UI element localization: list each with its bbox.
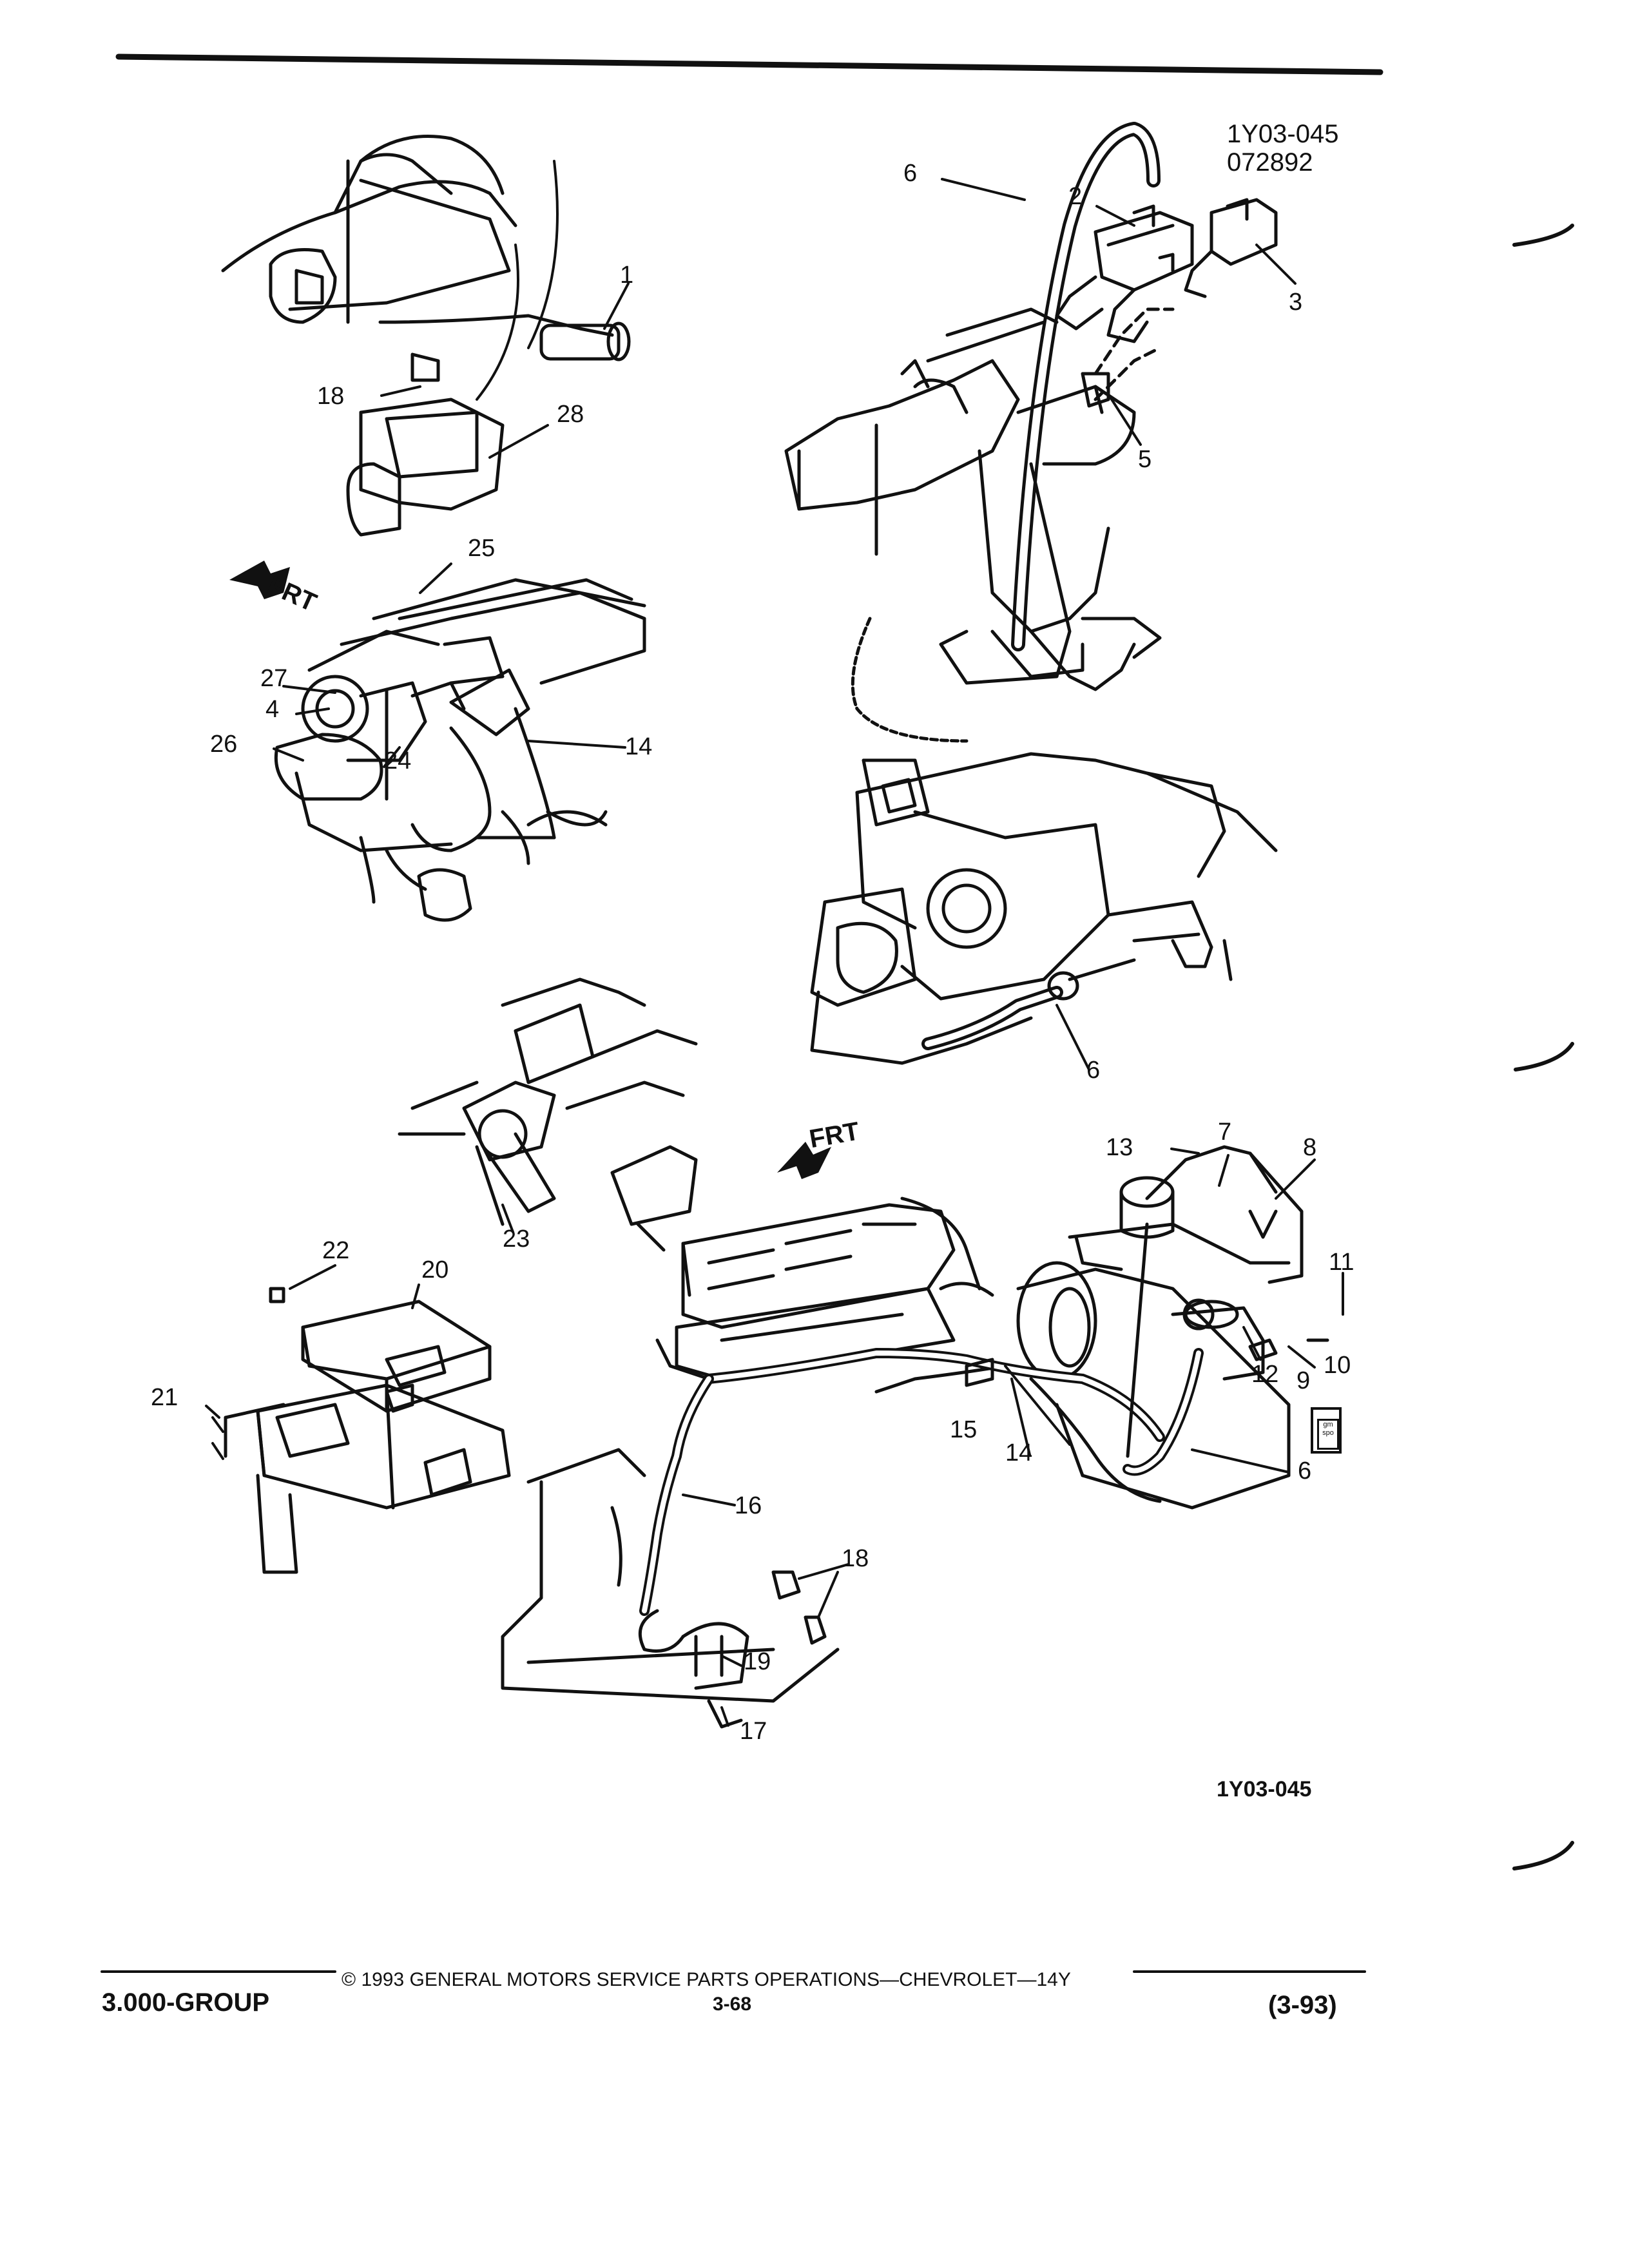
callout-4: 4 bbox=[265, 696, 280, 723]
callout-12: 12 bbox=[1251, 1361, 1279, 1388]
diagram-code: 1Y03-045 bbox=[1227, 120, 1339, 148]
control-module-group bbox=[211, 1287, 511, 1574]
callout-13: 13 bbox=[1106, 1134, 1133, 1161]
callout-7: 7 bbox=[1218, 1119, 1232, 1146]
footer-group: 3.000-GROUP bbox=[102, 1988, 270, 2017]
diagram-date: 072892 bbox=[1227, 148, 1313, 177]
callout-27: 27 bbox=[260, 665, 288, 692]
callout-23: 23 bbox=[503, 1225, 530, 1253]
engine-lower-group bbox=[501, 1145, 1329, 1729]
callout-3: 3 bbox=[1289, 289, 1303, 316]
callout-26: 26 bbox=[210, 731, 238, 758]
callout-14b: 14 bbox=[1005, 1439, 1033, 1466]
booster-upper-group bbox=[810, 752, 1278, 1065]
callout-6c: 6 bbox=[1298, 1457, 1312, 1485]
cruise-mount-group bbox=[398, 977, 698, 1252]
callout-17: 17 bbox=[740, 1718, 767, 1745]
frt-arrow-upper bbox=[229, 561, 290, 599]
engine-upper-group bbox=[274, 578, 646, 922]
callout-18b: 18 bbox=[842, 1545, 869, 1572]
callout-14a: 14 bbox=[625, 733, 653, 760]
callout-24: 24 bbox=[384, 747, 412, 774]
callout-6a: 6 bbox=[903, 160, 918, 187]
gm-spo-logo: gm spo bbox=[1311, 1407, 1342, 1454]
footer-page-number: 3-68 bbox=[713, 1994, 752, 2015]
gm-spo-logo-text: gm spo bbox=[1317, 1419, 1339, 1450]
callout-22: 22 bbox=[322, 1237, 350, 1264]
header-rule bbox=[115, 53, 1383, 75]
footer-date: (3-93) bbox=[1268, 1991, 1337, 2019]
callout-25: 25 bbox=[468, 535, 496, 562]
callout-6b: 6 bbox=[1086, 1057, 1101, 1084]
callout-18a: 18 bbox=[317, 383, 345, 410]
footer-copyright: © 1993 GENERAL MOTORS SERVICE PARTS OPER… bbox=[342, 1969, 1071, 1990]
callout-5: 5 bbox=[1138, 446, 1152, 473]
callout-16: 16 bbox=[735, 1492, 762, 1519]
callout-21: 21 bbox=[151, 1384, 178, 1411]
frt-arrow-lower bbox=[777, 1142, 831, 1179]
callout-8: 8 bbox=[1303, 1134, 1317, 1161]
leader-lines bbox=[205, 178, 1344, 1727]
callout-11: 11 bbox=[1329, 1249, 1354, 1276]
callout-1: 1 bbox=[620, 262, 634, 289]
callout-19: 19 bbox=[744, 1648, 771, 1675]
pedal-bracket-group bbox=[784, 122, 1278, 743]
callout-15: 15 bbox=[950, 1416, 978, 1443]
diagram-id: 1Y03-045 072892 bbox=[1227, 120, 1338, 177]
callout-20: 20 bbox=[421, 1256, 449, 1283]
bottom-diagram-id: 1Y03-045 bbox=[1217, 1777, 1312, 1802]
callout-10: 10 bbox=[1324, 1352, 1351, 1379]
callout-9: 9 bbox=[1296, 1367, 1311, 1394]
steering-column-group bbox=[221, 135, 631, 537]
callout-28: 28 bbox=[557, 401, 584, 428]
callout-2: 2 bbox=[1068, 183, 1083, 210]
